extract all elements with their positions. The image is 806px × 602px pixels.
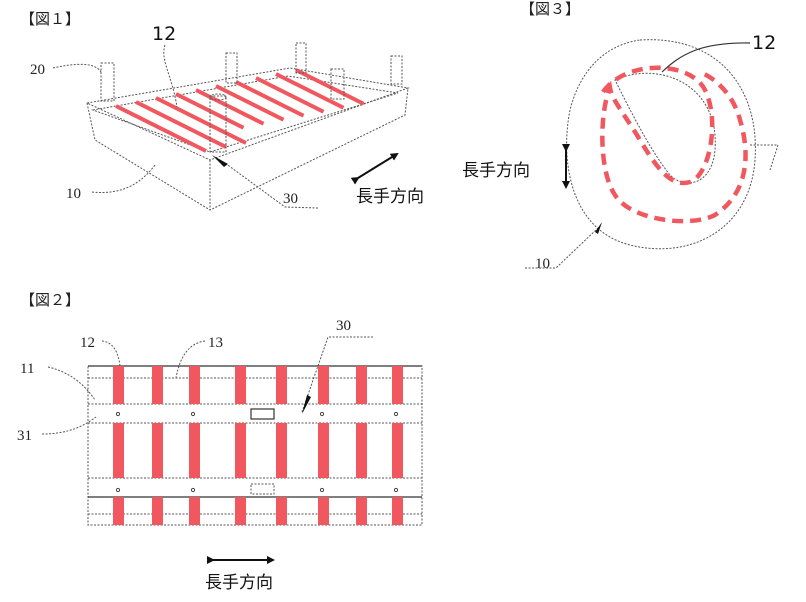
hole bbox=[190, 487, 196, 493]
label-12: 12 bbox=[152, 23, 176, 45]
red-stripe bbox=[215, 84, 285, 122]
red-bar bbox=[235, 497, 246, 525]
label-12-fig2: 12 bbox=[80, 335, 95, 351]
figure-3: 【図３】 12 長手方向 10 bbox=[462, 0, 779, 272]
label-10: 10 bbox=[66, 186, 81, 202]
mold-box bbox=[85, 67, 410, 211]
red-bar bbox=[189, 423, 200, 478]
red-stripe bbox=[155, 96, 247, 145]
red-bar bbox=[113, 497, 124, 525]
label-20: 20 bbox=[30, 62, 45, 78]
hole bbox=[115, 487, 121, 493]
hole bbox=[115, 411, 121, 417]
red-bar bbox=[152, 366, 163, 404]
red-bar bbox=[356, 423, 367, 478]
red-stripe bbox=[115, 104, 207, 153]
red-stripe bbox=[275, 72, 345, 110]
fig2-holes bbox=[115, 411, 399, 493]
label-12-fig3: 12 bbox=[752, 32, 776, 54]
red-bar bbox=[152, 423, 163, 478]
hole bbox=[319, 487, 325, 493]
red-bar bbox=[276, 366, 287, 404]
hole bbox=[319, 411, 325, 417]
figure-2-title: 【図２】 bbox=[20, 291, 80, 309]
red-bar bbox=[392, 423, 403, 478]
posts bbox=[100, 42, 403, 153]
red-bar bbox=[152, 497, 163, 525]
figure-1-title: 【図１】 bbox=[20, 10, 80, 28]
red-bar bbox=[356, 497, 367, 525]
hole bbox=[393, 411, 399, 417]
red-bar bbox=[392, 497, 403, 525]
figure-3-title: 【図３】 bbox=[520, 0, 580, 18]
red-bar bbox=[189, 366, 200, 404]
red-loop bbox=[600, 65, 748, 224]
label-11: 11 bbox=[20, 361, 34, 377]
hole bbox=[190, 411, 196, 417]
figure-2: 【図２】 12 13 11 31 30 長手方向 bbox=[17, 291, 423, 593]
red-bar bbox=[318, 366, 329, 404]
direction-label-2: 長手方向 bbox=[205, 573, 273, 593]
red-bar bbox=[113, 366, 124, 404]
hole bbox=[393, 487, 399, 493]
red-bar bbox=[189, 497, 200, 525]
label-30: 30 bbox=[283, 191, 298, 207]
inner-shape bbox=[614, 72, 716, 184]
red-stripe bbox=[255, 76, 325, 114]
red-bar bbox=[356, 366, 367, 404]
fig1-stripes bbox=[115, 68, 365, 153]
label-31: 31 bbox=[17, 428, 32, 444]
red-bar bbox=[318, 497, 329, 525]
red-bar bbox=[113, 423, 124, 478]
direction-arrow-1 bbox=[350, 152, 399, 185]
red-stripe bbox=[235, 80, 305, 118]
fig2-bars bbox=[113, 366, 403, 525]
red-bar bbox=[235, 366, 246, 404]
red-bar bbox=[276, 497, 287, 525]
red-bar bbox=[276, 423, 287, 478]
label-13: 13 bbox=[208, 335, 223, 351]
red-stripe bbox=[195, 88, 265, 126]
red-stripe bbox=[175, 92, 245, 130]
red-bar bbox=[318, 423, 329, 478]
direction-label-1: 長手方向 bbox=[356, 187, 424, 207]
label-10-fig3: 10 bbox=[535, 256, 550, 272]
direction-label-3: 長手方向 bbox=[462, 161, 530, 181]
figure-1: 【図１】 12 20 10 30 長手方向 bbox=[20, 10, 424, 211]
red-stripe bbox=[295, 68, 365, 106]
label-30-fig2: 30 bbox=[336, 318, 351, 334]
red-bar bbox=[392, 366, 403, 404]
red-stripe bbox=[135, 100, 227, 149]
red-bar bbox=[235, 423, 246, 478]
outer-shape bbox=[566, 39, 756, 250]
